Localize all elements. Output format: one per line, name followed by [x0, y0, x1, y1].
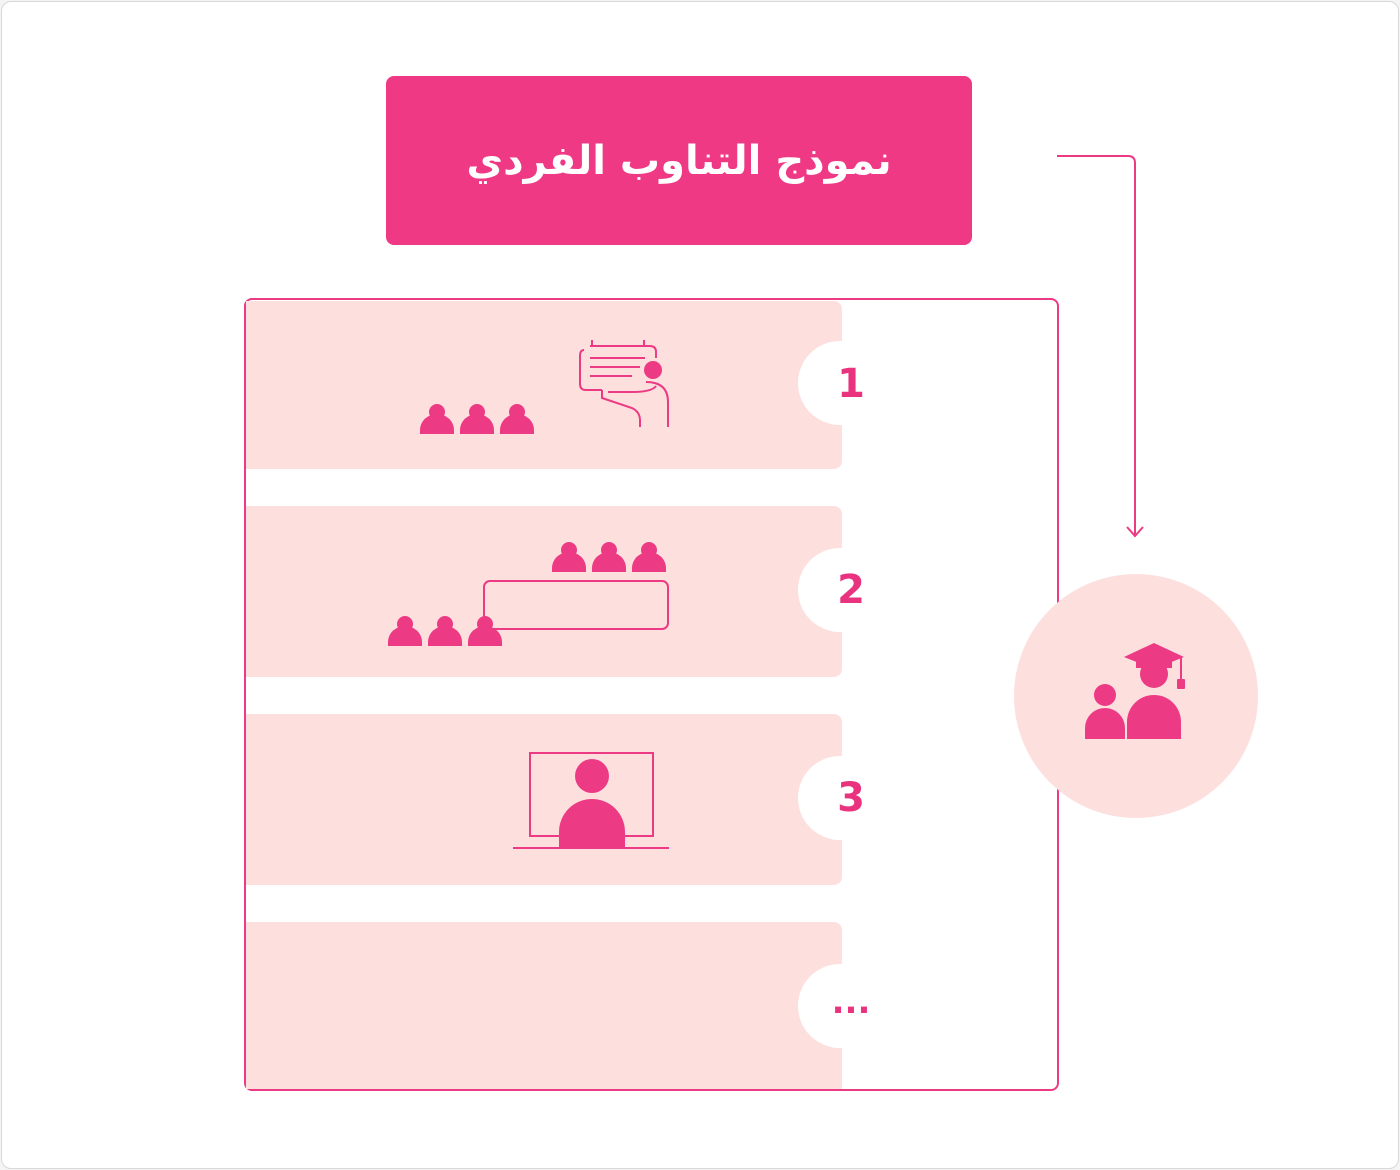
station-row-3 [246, 714, 842, 885]
diagram-title: نموذج التناوب الفردي [466, 137, 892, 184]
station-number-3: 3 [837, 775, 865, 821]
station-number-4: ... [831, 982, 871, 1022]
title-banner: نموذج التناوب الفردي [386, 76, 972, 245]
station-row-1 [246, 301, 842, 469]
station-row-2 [246, 506, 842, 677]
online-learner-icon [513, 752, 669, 849]
teacher-presenting-to-group-icon [420, 340, 669, 434]
station-number-1: 1 [837, 361, 865, 407]
group-collaboration-icon [388, 542, 669, 646]
station-tab-1 [798, 341, 888, 425]
station-tab-2 [798, 548, 888, 632]
student-with-graduate-icon [1014, 574, 1258, 818]
station-tab-4 [798, 964, 888, 1048]
flow-arrow [1057, 155, 1144, 538]
station-row-4 [246, 922, 842, 1089]
station-tab-3 [798, 756, 888, 840]
station-number-2: 2 [837, 567, 865, 613]
